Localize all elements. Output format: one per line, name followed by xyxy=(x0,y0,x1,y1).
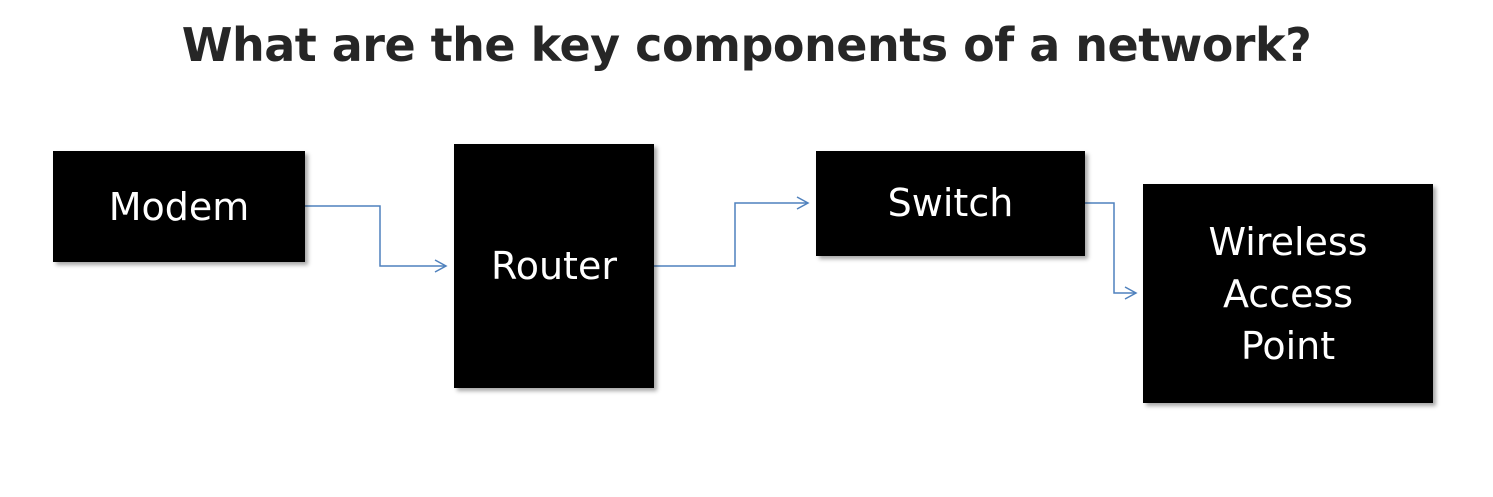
node-router-label: Router xyxy=(491,244,617,288)
node-modem-label: Modem xyxy=(108,184,250,229)
node-switch: Switch xyxy=(816,151,1085,256)
connector-modem-to-router xyxy=(305,205,448,273)
connector-router-to-switch xyxy=(654,196,810,267)
diagram-title: What are the key components of a network… xyxy=(181,18,1312,72)
node-router: Router xyxy=(454,144,654,388)
node-modem: Modem xyxy=(53,151,305,262)
node-wireless-access-point-label: Wireless Access Point xyxy=(1208,220,1368,368)
node-switch-label: Switch xyxy=(887,181,1014,225)
connector-switch-to-wireless-access-point xyxy=(1085,202,1138,300)
node-wireless-access-point: Wireless Access Point xyxy=(1143,184,1433,403)
